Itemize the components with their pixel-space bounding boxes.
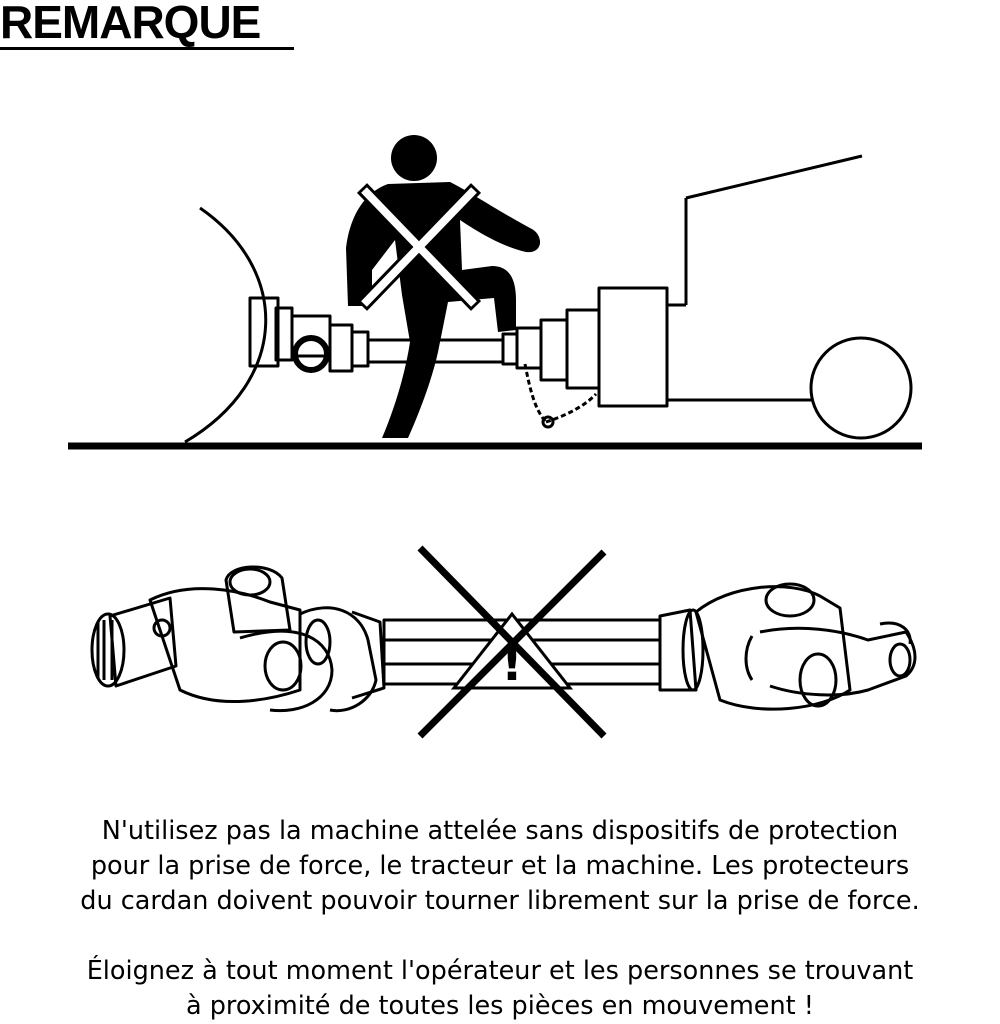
notice-line: Éloignez à tout moment l'opérateur et le… (86, 956, 914, 986)
notice-line: N'utilisez pas la machine attelée sans d… (101, 816, 899, 846)
page-title: REMARQUE (0, 0, 261, 48)
unguarded-pto-shaft-illustration: ! (90, 545, 917, 739)
notice-line: à proximité de toutes les pièces en mouv… (186, 991, 814, 1021)
notice-paragraph-2: Éloignez à tout moment l'opérateur et le… (0, 954, 1000, 1024)
pto-step-over-illustration (68, 135, 922, 450)
notice-paragraph-1: N'utilisez pas la machine attelée sans d… (0, 814, 1000, 919)
title-underline (0, 47, 294, 50)
notice-line: du cardan doivent pouvoir tourner librem… (80, 886, 920, 916)
notice-line: pour la prise de force, le tracteur et l… (90, 851, 910, 881)
